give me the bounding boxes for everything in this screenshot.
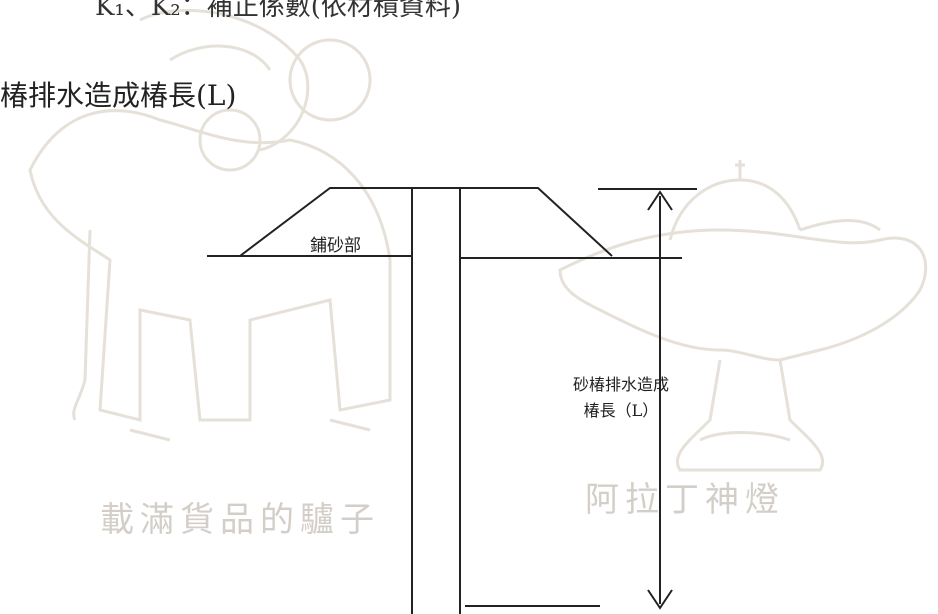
sand-pile <box>411 187 461 614</box>
watermark-caption-right: 阿拉丁神燈 <box>585 480 785 520</box>
sand-layer-label: 鋪砂部 <box>310 236 361 256</box>
lamp-sketch <box>558 160 928 472</box>
top-partial-text: K₁、K₂：補正係數(依材積資料) <box>95 0 461 22</box>
dimension-arrow-down <box>647 589 673 610</box>
sand-mound-right <box>460 187 613 257</box>
pile-length-label: 砂椿排水造成椿長（L） <box>572 375 669 420</box>
watermark-caption-left: 載滿貨品的驢子 <box>100 500 380 540</box>
sand-mound-left <box>239 187 412 257</box>
dimension-arrow-up <box>647 190 673 211</box>
section-heading: 椿排水造成椿長(L) <box>0 79 237 112</box>
pile-diagram <box>207 187 697 614</box>
donkey-sketch <box>28 8 392 442</box>
